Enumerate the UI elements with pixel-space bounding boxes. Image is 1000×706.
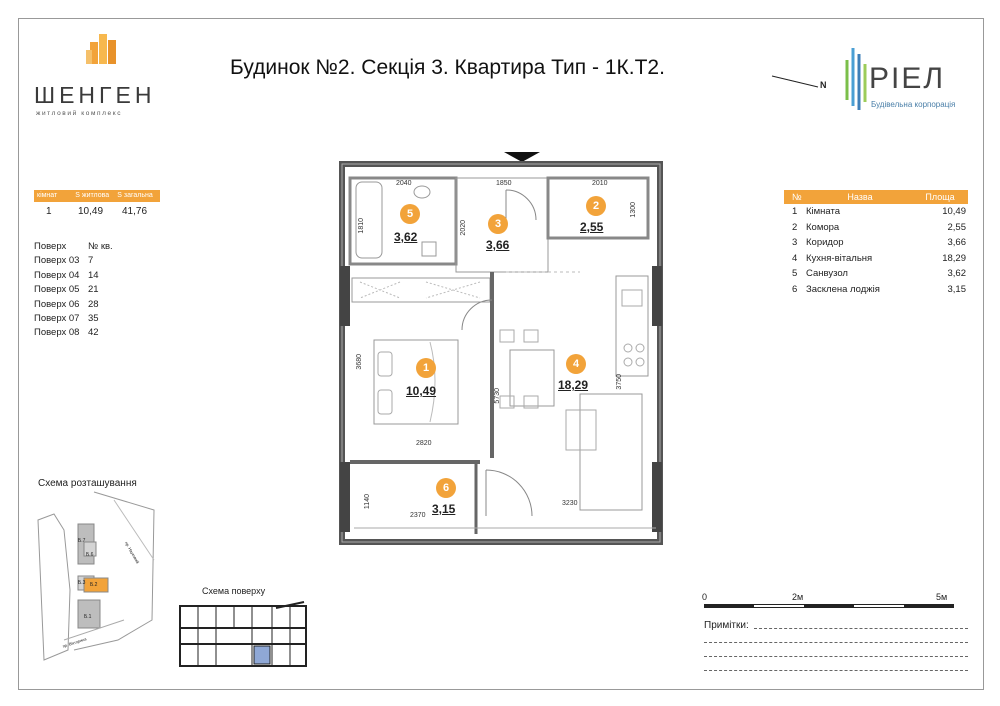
scale-bar: 0 2м 5м (700, 592, 962, 616)
dim-label: 2370 (410, 512, 426, 519)
summary-header-rooms: кімнат (37, 192, 58, 199)
building-label: Б.6 (86, 552, 94, 558)
summary-total-area: 41,76 (122, 206, 148, 217)
dim-label: 1850 (496, 180, 512, 187)
floor-scheme (176, 598, 312, 670)
summary-header-living: S житлова (75, 192, 110, 199)
dim-label: 3680 (356, 354, 363, 370)
location-scheme-label: Схема розташування (38, 478, 137, 489)
location-scheme: Б.7 Б.6 Б.3 Б.2 Б.1 пр. Науковий пр. Вік… (34, 490, 164, 668)
sheet-frame (18, 18, 984, 690)
room-badge-5: 5 (400, 204, 420, 224)
notes-line (704, 642, 968, 643)
dim-label: 2010 (592, 180, 608, 187)
stripes-logo-icon (845, 48, 867, 110)
room-area-2: 2,55 (580, 220, 604, 234)
room-badge-2: 2 (586, 196, 606, 216)
north-letter: N (820, 80, 827, 90)
room-area-3: 3,66 (486, 238, 510, 252)
dim-label: 1810 (358, 218, 365, 234)
summary-living-area: 10,49 (78, 206, 104, 217)
room-area-6: 3,15 (432, 502, 456, 516)
floor-plan: 5 3,62 3 3,66 2 2,55 1 10,49 4 18,29 6 3… (330, 150, 670, 546)
dim-label: 3230 (562, 500, 578, 507)
page-title: Будинок №2. Секція 3. Квартира Тип - 1К.… (230, 56, 665, 79)
room-badge-1: 1 (416, 358, 436, 378)
compass-arrow-icon (771, 75, 819, 88)
rooms-table-header: № Назва Площа (784, 190, 968, 204)
site-map (37, 491, 155, 661)
summary-header-total: S загальна (117, 192, 153, 199)
room-area-4: 18,29 (558, 378, 589, 392)
dim-label: 2040 (396, 180, 412, 187)
building-label: Б.3 (78, 580, 86, 586)
north-arrow: N (770, 70, 832, 92)
room-badge-6: 6 (436, 478, 456, 498)
building-label: Б.2 (90, 582, 98, 588)
dim-label: 1300 (630, 202, 637, 218)
brand-logo-shengen: ШЕНГЕН житловий комплекс (34, 30, 174, 120)
scale-ruler (704, 604, 954, 608)
notes-label: Примітки: (704, 620, 749, 631)
scale-label-0: 0 (702, 592, 708, 602)
room-area-1: 10,49 (406, 384, 437, 398)
dim-label: 2820 (416, 440, 432, 447)
brand-tagline: житловий комплекс (36, 110, 123, 117)
brand-name: ШЕНГЕН (34, 82, 156, 108)
dim-label: 5730 (494, 388, 501, 404)
building-label: Б.1 (84, 614, 92, 620)
floor-scheme-label: Схема поверху (202, 586, 266, 596)
entrance-arrow-icon (504, 152, 540, 162)
room-badge-4: 4 (566, 354, 586, 374)
building-label: Б.7 (78, 538, 86, 544)
notes-line (704, 670, 968, 671)
plan-drawing (339, 152, 663, 545)
dim-label: 3750 (616, 374, 623, 390)
dim-label: 2020 (460, 220, 467, 236)
notes-line (754, 628, 968, 629)
summary-header: кімнат S житлова S загальна (34, 190, 160, 202)
notes-section: Примітки: (704, 620, 970, 680)
room-badge-3: 3 (488, 214, 508, 234)
summary-rooms: 1 (46, 206, 52, 217)
tower-logo-icon (86, 34, 116, 64)
scale-label-2m: 2м (792, 592, 804, 602)
notes-line (704, 656, 968, 657)
brand-logo-riel: РІЕЛ Будівельна корпорація (843, 40, 973, 120)
scale-label-5m: 5м (936, 592, 948, 602)
dim-label: 1140 (364, 494, 371, 510)
room-area-5: 3,62 (394, 230, 418, 244)
floor-scheme-drawing (179, 601, 307, 667)
brand-name: РІЕЛ (869, 62, 946, 95)
brand-tagline: Будівельна корпорація (871, 100, 956, 109)
